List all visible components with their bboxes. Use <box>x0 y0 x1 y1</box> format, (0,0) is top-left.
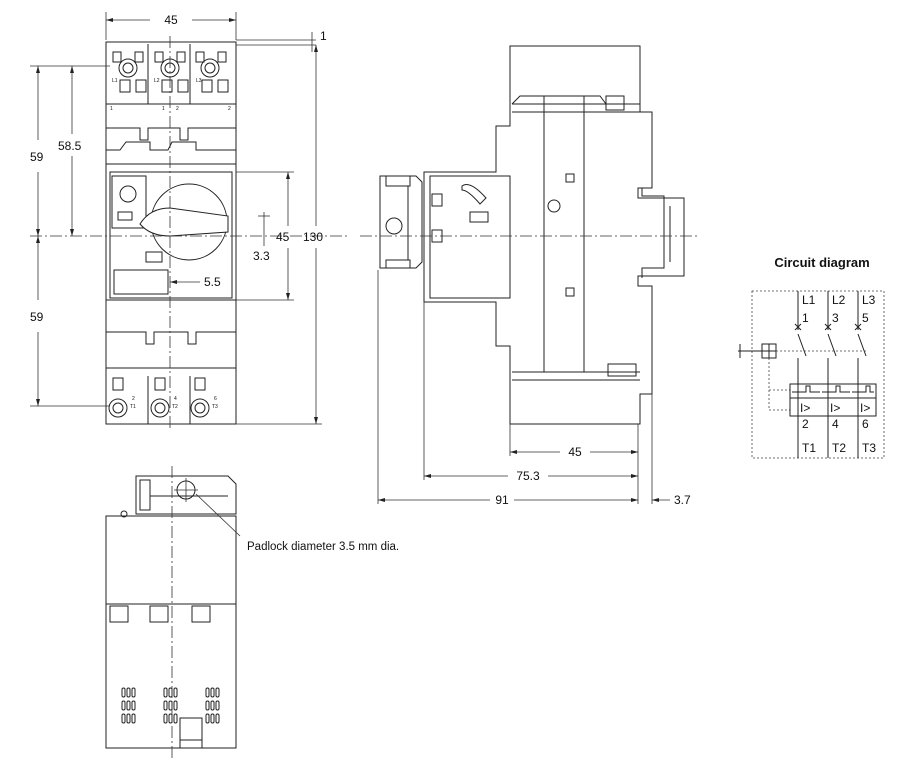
circuit-load-number-2: 2 <box>802 417 809 431</box>
vent-slot <box>205 700 210 711</box>
adjust-dial-icon <box>119 185 137 203</box>
vent-slot <box>126 700 131 711</box>
circuit-line-number-3: 3 <box>832 311 839 325</box>
vent-slot <box>205 713 210 724</box>
vent-slot <box>168 687 173 698</box>
top-terminal-label-l3: L3 <box>196 78 202 84</box>
top-terminal-number-1: 1 <box>110 106 113 112</box>
vent-slot <box>131 713 136 724</box>
vent-slot <box>210 713 215 724</box>
top-terminal-number-3: 2 <box>176 106 179 112</box>
vent-slot <box>126 687 131 698</box>
circuit-load-number-6: 6 <box>862 417 869 431</box>
vent-slot <box>121 687 126 698</box>
vent-slot <box>215 700 220 711</box>
lower-height-label: 59 <box>30 310 44 324</box>
vent-slot <box>163 713 168 724</box>
circuit-line-label-l3: L3 <box>862 293 876 307</box>
circuit-trip-label-2: I> <box>830 401 840 415</box>
circuit-load-label-t3: T3 <box>862 441 876 455</box>
depth-45-label: 45 <box>568 445 582 459</box>
bottom-terminal-label-t1: T1 <box>130 404 136 410</box>
offset-3-3-label: 3.3 <box>253 249 270 263</box>
vent-slot <box>131 700 136 711</box>
vent-slot <box>168 700 173 711</box>
top-terminal-label-l1: L1 <box>112 78 118 84</box>
circuit-load-number-4: 4 <box>832 417 839 431</box>
padlock-hole-icon <box>385 217 403 235</box>
top-terminal-label-l2: L2 <box>154 78 160 84</box>
vent-slots <box>121 687 220 724</box>
handle-height-label: 45 <box>276 230 290 244</box>
vent-slot <box>121 700 126 711</box>
circuit-load-label-t2: T2 <box>832 441 846 455</box>
vent-slot <box>210 700 215 711</box>
bottom-terminal-label-t3: T3 <box>212 404 218 410</box>
vent-slot <box>210 687 215 698</box>
top-terminal-screws <box>112 44 229 104</box>
circuit-line-number-5: 5 <box>862 311 869 325</box>
bottom-view: Padlock diameter 3.5 mm dia. <box>105 466 399 760</box>
vent-slot <box>173 700 178 711</box>
bottom-terminal-label-t2: T2 <box>172 404 178 410</box>
top-offset-label: 1 <box>320 29 327 43</box>
vent-slot <box>173 687 178 698</box>
vent-slot <box>131 687 136 698</box>
vent-slot <box>205 687 210 698</box>
phase-lines <box>794 291 867 458</box>
vent-slot <box>168 713 173 724</box>
upper-height-label: 59 <box>30 150 44 164</box>
circuit-line-label-l1: L1 <box>802 293 816 307</box>
padlock-note: Padlock diameter 3.5 mm dia. <box>247 541 399 553</box>
circuit-line-label-l2: L2 <box>832 293 846 307</box>
front-view: 45 1 <box>30 12 350 430</box>
bottom-terminal-screws <box>108 376 210 424</box>
vent-slot <box>173 713 178 724</box>
bottom-terminal-number-4: 4 <box>174 396 177 402</box>
circuit-trip-label-1: I> <box>800 401 810 415</box>
bottom-terminal-number-6: 6 <box>214 396 217 402</box>
circuit-trip-label-3: I> <box>860 401 870 415</box>
vent-slot <box>215 687 220 698</box>
depth-91-label: 91 <box>495 493 509 507</box>
offset-5-5-label: 5.5 <box>204 275 221 289</box>
side-view: 45 75.3 91 3.7 <box>360 45 700 507</box>
vent-slot <box>126 713 131 724</box>
vent-slot <box>215 713 220 724</box>
circuit-diagram: Circuit diagram <box>738 255 885 459</box>
vent-slot <box>121 713 126 724</box>
vent-slot <box>163 687 168 698</box>
depth-3-7-label: 3.7 <box>674 493 691 507</box>
circuit-title: Circuit diagram <box>774 255 869 270</box>
top-terminal-number-2: 1 <box>162 106 165 112</box>
depth-75-3-label: 75.3 <box>516 469 540 483</box>
top-terminal-number-4: 2 <box>228 106 231 112</box>
total-height-label: 130 <box>303 230 323 244</box>
vent-slot <box>163 700 168 711</box>
height-58-5-label: 58.5 <box>58 139 82 153</box>
circuit-line-number-1: 1 <box>802 311 809 325</box>
bottom-terminal-number-2: 2 <box>132 396 135 402</box>
front-width-label: 45 <box>164 13 178 27</box>
circuit-load-label-t1: T1 <box>802 441 816 455</box>
